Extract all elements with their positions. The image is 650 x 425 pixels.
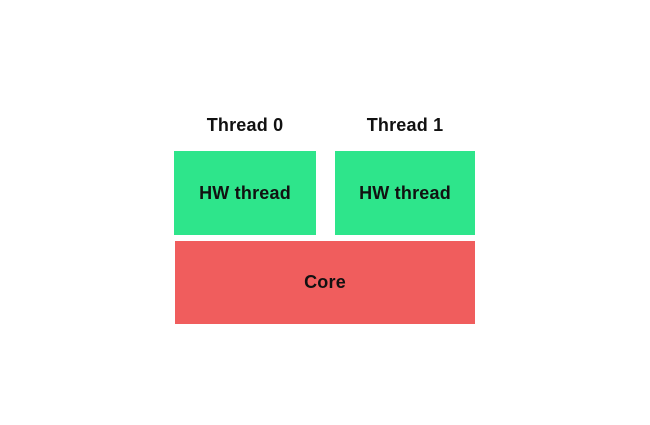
core-label: Core bbox=[304, 272, 346, 292]
thread0-label: Thread 0 bbox=[206, 114, 284, 135]
hw-thread-box-1: HW thread bbox=[335, 151, 475, 235]
hw-thread-box-0: HW thread bbox=[174, 151, 316, 235]
hw-thread-box-0-label: HW thread bbox=[199, 182, 291, 203]
core-box: Core bbox=[175, 241, 475, 324]
hw-thread-box-1-label: HW thread bbox=[359, 182, 451, 203]
thread1-label: Thread 1 bbox=[366, 114, 444, 135]
